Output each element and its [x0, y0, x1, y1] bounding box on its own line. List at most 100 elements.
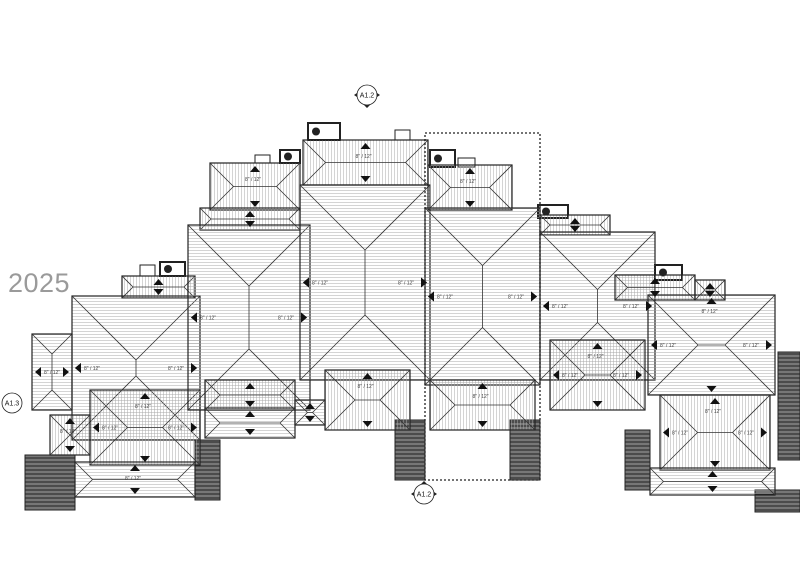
slope-arrow-icon [140, 456, 150, 462]
slope-arrow-icon [140, 393, 150, 399]
slope-labels: 8" / 12" 8" / 12" 8" / 12" 8" / 12" 8" / 12"… [44, 154, 759, 482]
hip-line [549, 339, 646, 411]
slope-label: 8" / 12" [552, 304, 568, 310]
slope-label: 8" / 12" [356, 154, 372, 160]
slope-arrow-icon [531, 291, 537, 302]
hip-line [649, 467, 776, 496]
slope-arrow-icon [710, 461, 720, 467]
roof-vent [139, 264, 156, 277]
slope-label: 8" / 12" [358, 384, 374, 390]
roof-vent [254, 154, 271, 164]
slope-arrow-icon [650, 278, 660, 284]
slope-arrow-icon [651, 340, 657, 350]
year-watermark: 2025 [8, 268, 71, 298]
stair [624, 429, 651, 491]
slope-label: 8" / 12" [508, 295, 524, 301]
slope-label: 8" / 12" [125, 476, 141, 482]
hip-line [204, 407, 296, 439]
slope-arrow-icon [705, 283, 715, 289]
slope-label: 8" / 12" [613, 373, 629, 379]
hip-line [299, 184, 431, 381]
slope-arrow-icon [707, 486, 718, 492]
stairs [24, 351, 800, 513]
roof-section [694, 279, 726, 301]
slope-label: 8" / 12" [168, 366, 184, 372]
slope-arrow-icon [305, 403, 315, 409]
slope-arrow-icon [592, 343, 603, 349]
slope-arrow-icon [301, 312, 307, 323]
slope-label: 8" / 12" [312, 281, 328, 287]
slope-label: 8" / 12" [278, 316, 294, 322]
slope-arrow-icon [707, 471, 718, 477]
slope-arrow-icon [646, 301, 652, 311]
hip-line [31, 333, 73, 411]
slope-arrow-icon [705, 291, 715, 297]
slope-arrow-icon [153, 279, 164, 285]
slope-arrow-icon [636, 370, 642, 380]
slope-arrow-icon [706, 386, 717, 392]
hip-line [89, 389, 201, 466]
slope-label: 8" / 12" [473, 394, 489, 400]
slope-arrow-icon [706, 298, 717, 304]
slope-arrow-icon [362, 373, 373, 379]
hip-line [74, 461, 196, 498]
slope-arrow-icon [663, 427, 669, 438]
slope-arrow-icon [153, 289, 164, 295]
slope-label: 8" / 12" [60, 429, 76, 435]
chimney [307, 122, 341, 141]
slope-label: 8" / 12" [460, 179, 476, 185]
flue-icon [312, 127, 320, 136]
slope-arrow-icon [362, 421, 373, 427]
section-marker-label: A1.2 [360, 93, 375, 100]
slope-label: 8" / 12" [102, 426, 118, 432]
slope-label: 8" / 12" [437, 295, 453, 301]
slope-label: 8" / 12" [168, 426, 184, 432]
roof-section [424, 207, 541, 386]
slope-arrows [35, 143, 772, 494]
slope-arrow-icon [63, 367, 69, 377]
slope-arrow-icon [766, 340, 772, 350]
slope-arrow-icon [477, 383, 488, 389]
section-marker-label: A1.2 [417, 492, 432, 499]
slope-label: 8" / 12" [660, 343, 676, 349]
slope-arrow-icon [130, 488, 140, 494]
slope-arrow-icon [592, 401, 603, 407]
slope-arrow-icon [761, 427, 767, 438]
flue-icon [434, 154, 442, 163]
flue-icon [164, 265, 172, 273]
slope-label: 8" / 12" [623, 304, 639, 310]
slope-arrow-icon [303, 277, 309, 288]
slope-arrow-icon [245, 429, 255, 435]
hip-line [694, 279, 726, 301]
hip-line [49, 414, 91, 456]
slope-label: 8" / 12" [84, 366, 100, 372]
slope-arrow-icon [75, 363, 81, 373]
slope-arrow-icon [465, 201, 475, 207]
hip-line [427, 164, 513, 211]
slope-arrow-icon [93, 422, 99, 433]
slope-arrow-icon [245, 383, 255, 389]
slope-label: 8" / 12" [398, 281, 414, 287]
slope-label: 8" / 12" [562, 373, 578, 379]
slope-label: 8" / 12" [672, 431, 688, 437]
slope-arrow-icon [130, 465, 140, 471]
slope-label: 8" / 12" [135, 404, 151, 410]
roof-section [324, 369, 411, 431]
section-marker-top[interactable]: A1.2 [354, 84, 380, 108]
roof-section [299, 184, 431, 381]
slope-arrow-icon [543, 301, 549, 311]
flue-icon [542, 207, 550, 216]
slope-arrow-icon [250, 201, 260, 207]
section-marker-bottom[interactable]: A1.2 [411, 481, 437, 505]
slope-arrow-icon [191, 312, 197, 323]
slope-arrow-icon [191, 422, 197, 433]
slope-arrow-icon [35, 367, 41, 377]
slope-arrow-icon [650, 291, 660, 297]
hip-line [294, 399, 326, 426]
hip-line [302, 139, 429, 186]
section-marker-left[interactable]: A1.3 [1, 392, 23, 414]
section-marker-label: A1.3 [5, 401, 20, 408]
slope-arrow-icon [65, 446, 75, 452]
slope-label: 8" / 12" [245, 177, 261, 183]
